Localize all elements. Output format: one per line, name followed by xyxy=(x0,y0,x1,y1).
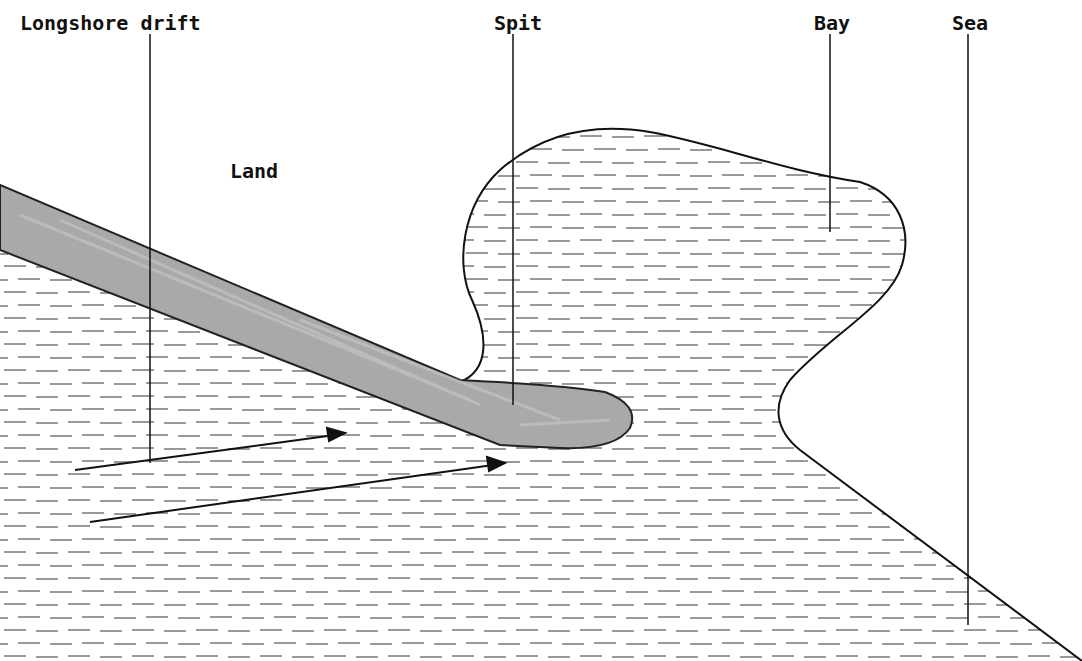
part-label: Longshore drift xyxy=(18,12,203,34)
spit-texture xyxy=(20,215,610,425)
leader-lines xyxy=(150,34,968,625)
part-label: Sea xyxy=(950,12,990,34)
drift-arrows xyxy=(75,428,505,522)
part-label: Bay xyxy=(812,12,852,34)
spit-body xyxy=(0,185,632,448)
water-area xyxy=(0,129,1082,661)
part-label: Land xyxy=(228,160,280,182)
part-label: Spit xyxy=(492,12,544,34)
